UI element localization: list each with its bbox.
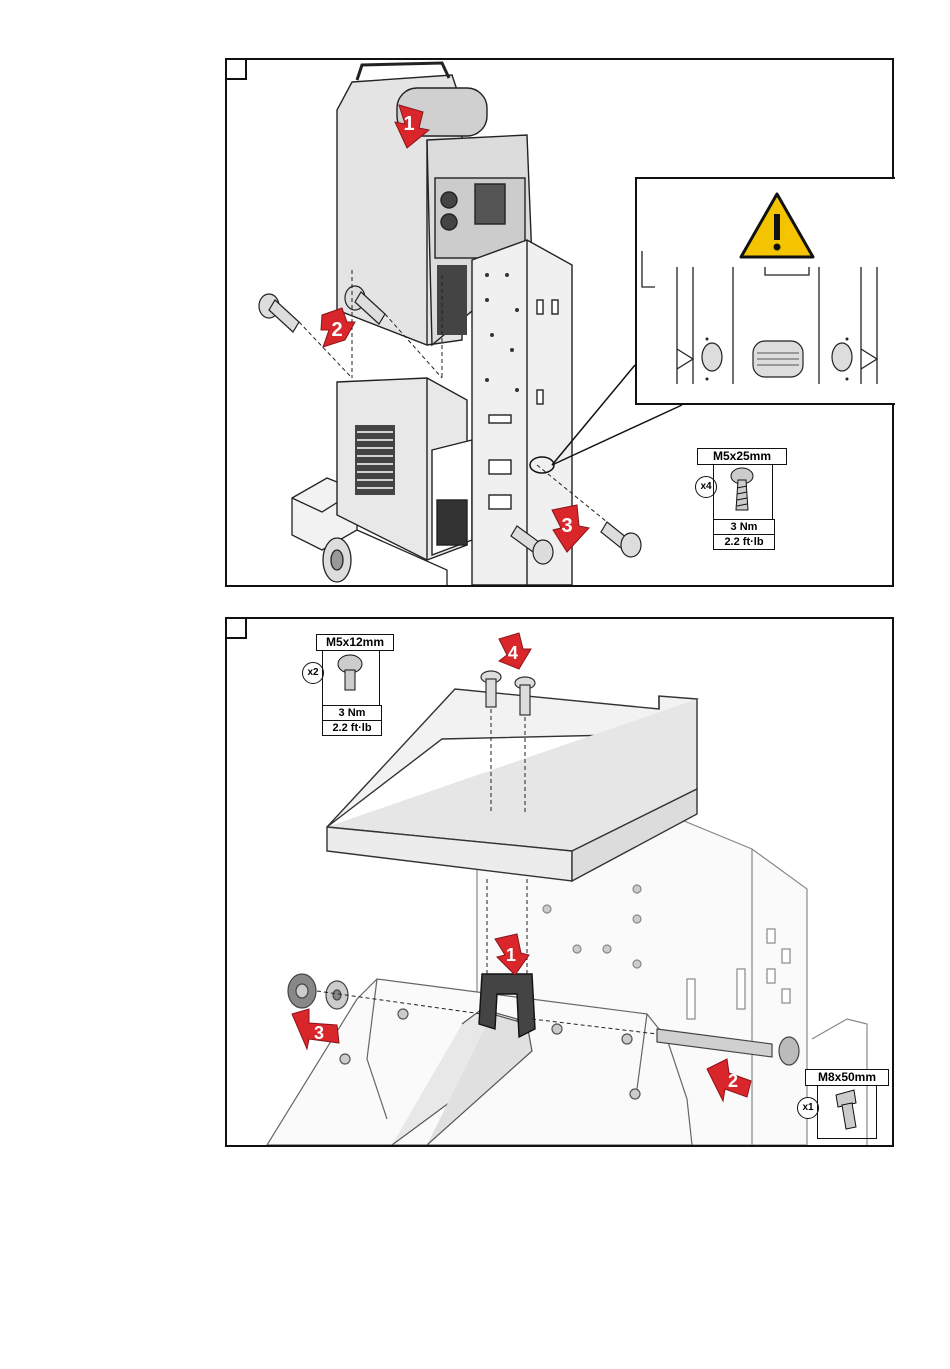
screw-spec-label-m8x50: M8x50mm x1 — [797, 1069, 892, 1141]
screw-icon — [713, 464, 773, 519]
figure-bottom: 4 1 3 2 M5x12mm x2 3 Nm 2.2 ft·lb M8x50m… — [225, 617, 894, 1147]
torque-ftlb-label: 2.2 ft·lb — [322, 720, 382, 736]
svg-text:2: 2 — [331, 319, 342, 341]
screw-spec-label-m5x25: M5x25mm x4 3 Nm 2.2 ft·lb — [695, 448, 815, 548]
svg-text:3: 3 — [314, 1023, 324, 1043]
bolt-icon — [817, 1085, 877, 1139]
screw-spec-label-m5x12: M5x12mm x2 3 Nm 2.2 ft·lb — [302, 634, 422, 736]
warning-triangle-icon — [741, 194, 813, 257]
detail-inset-drawing — [637, 179, 895, 405]
svg-text:4: 4 — [508, 643, 518, 663]
figure-top: 1 2 3 — [225, 58, 894, 587]
warning-detail-inset — [635, 177, 895, 405]
torque-ftlb-label: 2.2 ft·lb — [713, 534, 775, 550]
screw-quantity-badge: x2 — [302, 662, 324, 684]
torque-nm-label: 3 Nm — [713, 519, 775, 535]
torque-nm-label: 3 Nm — [322, 705, 382, 721]
screw-icon — [322, 650, 380, 705]
screw-size-label: M5x25mm — [697, 448, 787, 465]
svg-text:3: 3 — [561, 515, 572, 537]
screw-size-label: M5x12mm — [316, 634, 394, 651]
screw-size-label: M8x50mm — [805, 1069, 889, 1086]
svg-text:1: 1 — [506, 945, 516, 965]
screw-quantity-badge: x1 — [797, 1097, 819, 1119]
svg-text:1: 1 — [403, 113, 414, 135]
lower-unit-drawing — [337, 378, 472, 560]
step-arrow-4: 4 — [499, 633, 531, 669]
svg-text:2: 2 — [728, 1071, 738, 1091]
